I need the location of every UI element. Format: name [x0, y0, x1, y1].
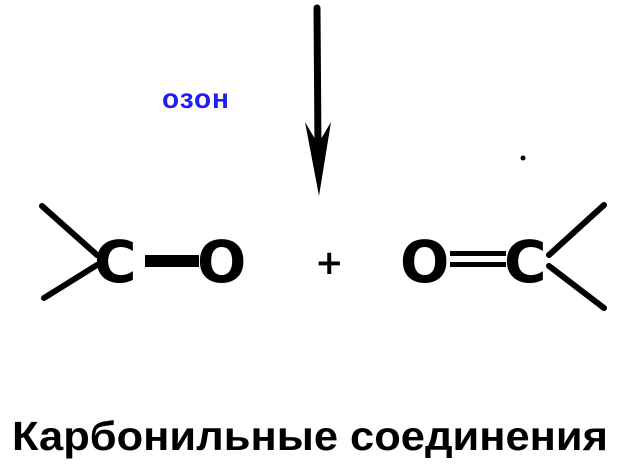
- right-oxygen-atom: O: [400, 228, 449, 296]
- right-carbonyl: O C: [400, 202, 607, 311]
- left-double-bond: [145, 255, 199, 267]
- arrow-head: [305, 122, 331, 196]
- left-oxygen-atom: O: [197, 228, 246, 296]
- caption: Карбонильные соединения: [12, 413, 608, 459]
- arrow-shaft: [313, 4, 322, 154]
- reagent-label: озон: [162, 83, 230, 114]
- right-double-bond-top: [450, 251, 506, 256]
- right-bond-upper: [546, 202, 607, 258]
- right-double-bond-bottom: [450, 262, 506, 267]
- stray-dot: [520, 155, 526, 161]
- left-carbon-atom: C: [94, 228, 137, 296]
- plus-operator: +: [315, 243, 344, 283]
- right-bond-lower: [546, 263, 607, 311]
- reaction-arrow: [305, 4, 331, 196]
- left-bond-lower: [41, 262, 100, 301]
- right-carbon-atom: C: [504, 228, 547, 296]
- left-bond-upper: [39, 203, 100, 258]
- left-carbonyl: C O: [39, 203, 246, 301]
